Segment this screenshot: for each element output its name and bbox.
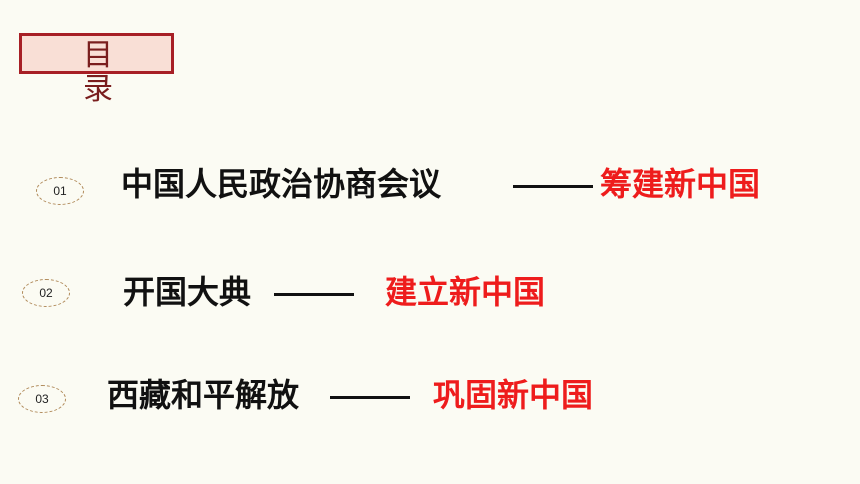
- em-dash-separator: [274, 293, 354, 296]
- item-topic: 中国人民政治协商会议: [121, 165, 442, 203]
- item-result: 建立新中国: [385, 273, 546, 311]
- item-topic: 开国大典: [123, 273, 252, 311]
- item-number-badge: 02: [22, 279, 70, 307]
- item-number-badge: 01: [36, 177, 84, 205]
- em-dash-separator: [513, 185, 593, 188]
- em-dash-separator: [330, 396, 410, 399]
- title-box: [19, 33, 174, 74]
- item-result: 筹建新中国: [600, 165, 761, 203]
- item-result: 巩固新中国: [433, 376, 594, 414]
- item-number-badge: 03: [18, 385, 66, 413]
- toc-title: 目录: [83, 38, 113, 107]
- item-topic: 西藏和平解放: [107, 376, 300, 414]
